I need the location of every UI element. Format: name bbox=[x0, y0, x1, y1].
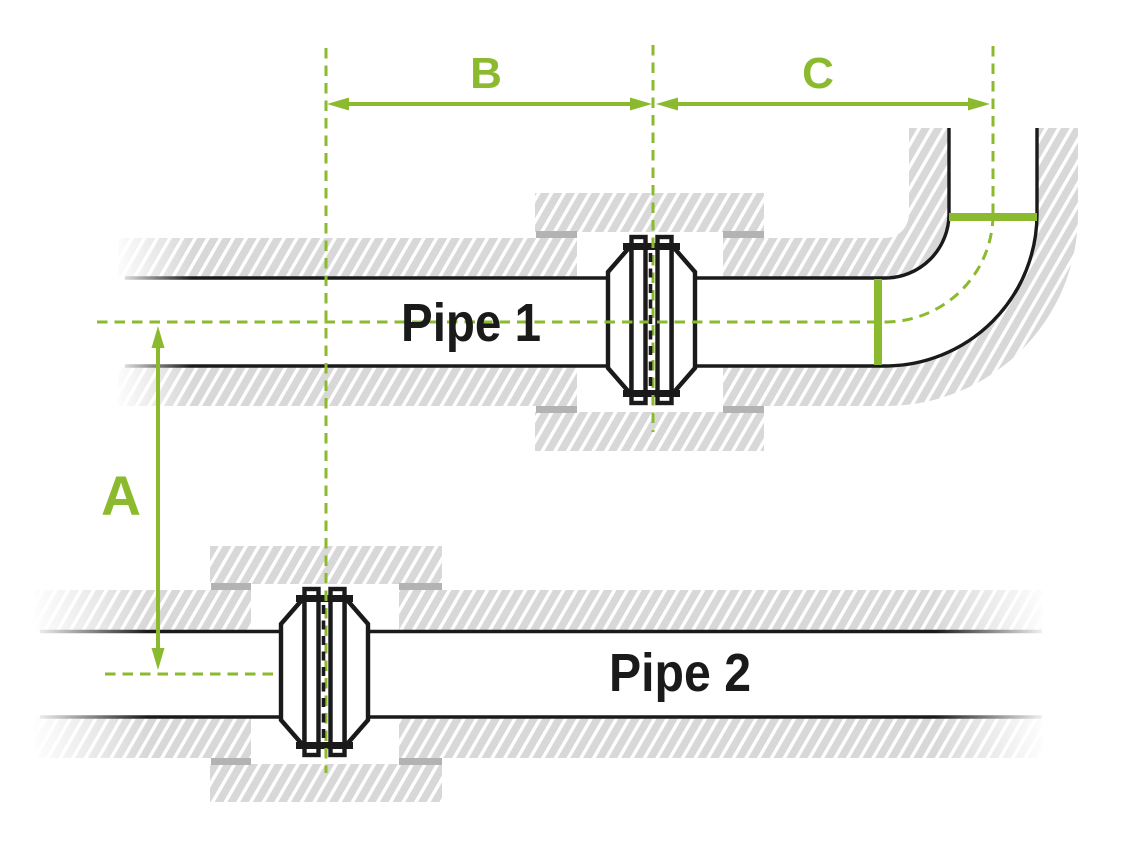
pipe1-walls bbox=[118, 238, 885, 406]
pipe2-label: Pipe 2 bbox=[609, 643, 751, 703]
flange1-left-hub bbox=[605, 239, 634, 401]
flange2-left-hub bbox=[278, 591, 307, 753]
flange1-shadow-bottom-right bbox=[723, 406, 764, 413]
flange2-shadow-bottom-right bbox=[399, 758, 442, 765]
pipe2-walls bbox=[35, 590, 1042, 758]
flange1-shadow-bottom-left bbox=[536, 406, 577, 413]
dimension-b: B bbox=[327, 49, 652, 111]
flange2-shadow-top-right bbox=[399, 583, 442, 590]
flange1-shadow-top-right bbox=[723, 231, 764, 238]
flange-coupling-pipe1 bbox=[605, 234, 698, 406]
pipe-end-fades bbox=[30, 230, 1050, 768]
flange-coupling-pipe2 bbox=[278, 586, 371, 758]
pipe2-top-wall-right bbox=[399, 590, 1042, 631]
flange1-casing-bottom bbox=[535, 412, 764, 451]
elbow-right-wall bbox=[1037, 128, 1078, 214]
flange2-right-hub bbox=[342, 591, 371, 753]
flange1-casing bbox=[535, 193, 764, 451]
elbow-inner-wall-bend bbox=[885, 214, 949, 278]
dim-b-arrowhead-left bbox=[327, 97, 349, 111]
dim-b-arrowhead-right bbox=[630, 97, 652, 111]
centerlines bbox=[97, 45, 995, 773]
flange2-right-plate bbox=[328, 586, 347, 758]
pipe1-bottom-wall-left bbox=[118, 366, 577, 406]
flange1-right-hub bbox=[669, 239, 698, 401]
flange1-casing-top bbox=[535, 193, 764, 232]
flange1-right-plate bbox=[655, 234, 674, 406]
elbow-centerline bbox=[884, 45, 995, 324]
flange2-shadow-bottom-left bbox=[211, 758, 251, 765]
pipe1-bottom-wall-right bbox=[723, 366, 885, 406]
pipe1-top-wall-left bbox=[118, 238, 577, 278]
elbow-left-wall bbox=[909, 128, 949, 214]
dim-c-arrowhead-right bbox=[968, 97, 990, 111]
pipe1-top-wall-right bbox=[723, 238, 885, 278]
dim-b-label: B bbox=[470, 49, 502, 98]
pipe2-bottom-wall-right bbox=[399, 717, 1042, 758]
dim-a-arrowhead-bottom bbox=[151, 648, 165, 670]
flange2-casing bbox=[210, 546, 442, 802]
pipe1-label: Pipe 1 bbox=[401, 293, 541, 353]
flange1-left-plate bbox=[629, 234, 648, 406]
pipe1-bore-top-line bbox=[125, 128, 951, 280]
dim-a-label: A bbox=[101, 464, 141, 527]
pipe2-right-fade bbox=[935, 583, 1050, 768]
dim-a-arrowhead-top bbox=[151, 326, 165, 348]
dim-c-label: C bbox=[802, 49, 834, 98]
flange2-shadow-top-left bbox=[211, 583, 251, 590]
flange1-shadow-top-left bbox=[536, 231, 577, 238]
dimension-a: A bbox=[101, 326, 165, 670]
elbow-weld-marks bbox=[874, 213, 1037, 365]
flange2-left-plate bbox=[302, 586, 321, 758]
dimension-c: C bbox=[656, 49, 990, 111]
pipe1-bore-bottom-line bbox=[125, 128, 1039, 368]
dim-c-arrowhead-left bbox=[656, 97, 678, 111]
pipe-bore-lines bbox=[40, 128, 1042, 719]
